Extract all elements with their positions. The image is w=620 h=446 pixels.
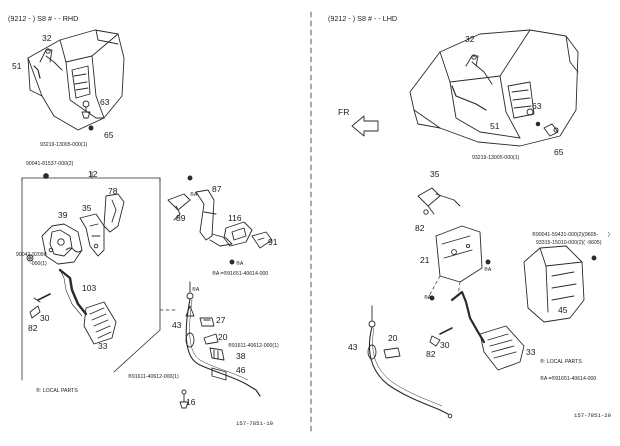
- rhd-callout-87: 87: [212, 184, 222, 194]
- lhd-callout-43: 43: [348, 342, 358, 352]
- rhd-part-90042-qty: -000(1): [30, 261, 47, 267]
- rhd-part-90041: 90041-81537-000(2): [26, 161, 74, 167]
- rhd-pedal-drawing: [26, 173, 125, 345]
- rhd-callout-78: 78: [108, 186, 118, 196]
- rhd-callout-35: 35: [82, 203, 92, 213]
- lhd-dashboard-drawing: [409, 29, 579, 147]
- rhd-callout-32: 32: [42, 33, 52, 43]
- rhd-ra-3: ®A: [192, 287, 200, 293]
- rhd-callout-39: 39: [58, 210, 68, 220]
- lhd-pedal-cover-drawing: [523, 245, 597, 323]
- lhd-callout-35: 35: [430, 169, 440, 179]
- fr-arrow: [351, 115, 379, 137]
- rhd-callout-116: 116: [228, 213, 242, 223]
- lhd-header: (9212 - ) S8 # - - LHD: [328, 14, 398, 23]
- lhd-part-93315: 93315-15010-000(2)( -9605): [536, 240, 602, 246]
- lhd-callout-21: 21: [420, 255, 430, 265]
- rhd-cable-drawing: [179, 281, 261, 409]
- rhd-callout-38: 38: [236, 351, 246, 361]
- rhd-callout-46: 46: [236, 365, 246, 375]
- rhd-header: (9212 - ) S8 # - - RHD: [8, 14, 79, 23]
- rhd-callout-16: 16: [186, 397, 196, 407]
- rhd-part-93219: 93219-13005-000(1): [40, 142, 88, 148]
- rhd-callout-12: 12: [88, 169, 98, 179]
- lhd-callout-33: 33: [526, 347, 536, 357]
- rhd-ra-2: ®A: [236, 261, 244, 267]
- lhd-pedal-bracket-drawing: [417, 187, 491, 301]
- rhd-part-91611-b: ®91611-40612-000(1): [128, 374, 179, 380]
- lhd-cable-drawing: [367, 305, 453, 419]
- rhd-callout-30: 30: [40, 313, 50, 323]
- rhd-upper-bracket-drawing: [167, 175, 273, 265]
- lhd-part-90041: ®90041-59431-000(2)(9605-: [532, 232, 599, 238]
- rhd-callout-27: 27: [216, 315, 226, 325]
- lhd-callout-82: 82: [415, 223, 425, 233]
- rhd-callout-63: 63: [100, 97, 110, 107]
- rhd-callout-51: 51: [12, 61, 22, 71]
- lhd-callout-65: 65: [554, 147, 564, 157]
- lhd-callout-30: 30: [440, 340, 450, 350]
- rhd-pedal-group-frame: [21, 171, 179, 381]
- rhd-callout-33: 33: [98, 341, 108, 351]
- lhd-ra-note: ®A =®91651-40614-000: [540, 376, 597, 382]
- lhd-fr-label: FR: [338, 107, 350, 117]
- lhd-part-93219: 93219-13005-000(1): [472, 155, 520, 161]
- lhd-figure-code: 157-7851-20: [574, 412, 611, 419]
- rhd-callout-91: 91: [268, 237, 278, 247]
- rhd-callout-20: 20: [218, 332, 228, 342]
- rhd-ra-note: ®A =®91651-40614-000: [212, 271, 269, 277]
- lhd-local-parts-note: ®: LOCAL PARTS: [540, 359, 582, 365]
- rhd-ra-1: ®A: [190, 192, 198, 198]
- lhd-callout-20: 20: [388, 333, 398, 343]
- lhd-callout-51: 51: [490, 121, 500, 131]
- lhd-pedal-drawing: [429, 290, 525, 371]
- lhd-ra-1: ®A: [484, 267, 492, 273]
- rhd-part-91611-a: ®91611-40612-000(1): [228, 343, 279, 349]
- rhd-callout-82: 82: [28, 323, 38, 333]
- rhd-callout-43: 43: [172, 320, 182, 330]
- lhd-callout-45: 45: [558, 305, 568, 315]
- rhd-local-parts-note: ®: LOCAL PARTS: [36, 388, 78, 394]
- lhd-callout-32: 32: [465, 34, 475, 44]
- lhd-part-90041-close: ): [608, 232, 610, 238]
- rhd-callout-65: 65: [104, 130, 114, 140]
- rhd-callout-89: 89: [176, 213, 186, 223]
- rhd-part-90042: 90042-92090: [16, 252, 47, 258]
- lhd-ra-2: ®A: [424, 295, 432, 301]
- rhd-figure-code: 157-7851-10: [236, 420, 273, 427]
- rhd-callout-103: 103: [82, 283, 97, 293]
- rhd-dashboard-drawing: [27, 29, 125, 131]
- lhd-callout-63: 63: [532, 101, 542, 111]
- lhd-callout-82b: 82: [426, 349, 436, 359]
